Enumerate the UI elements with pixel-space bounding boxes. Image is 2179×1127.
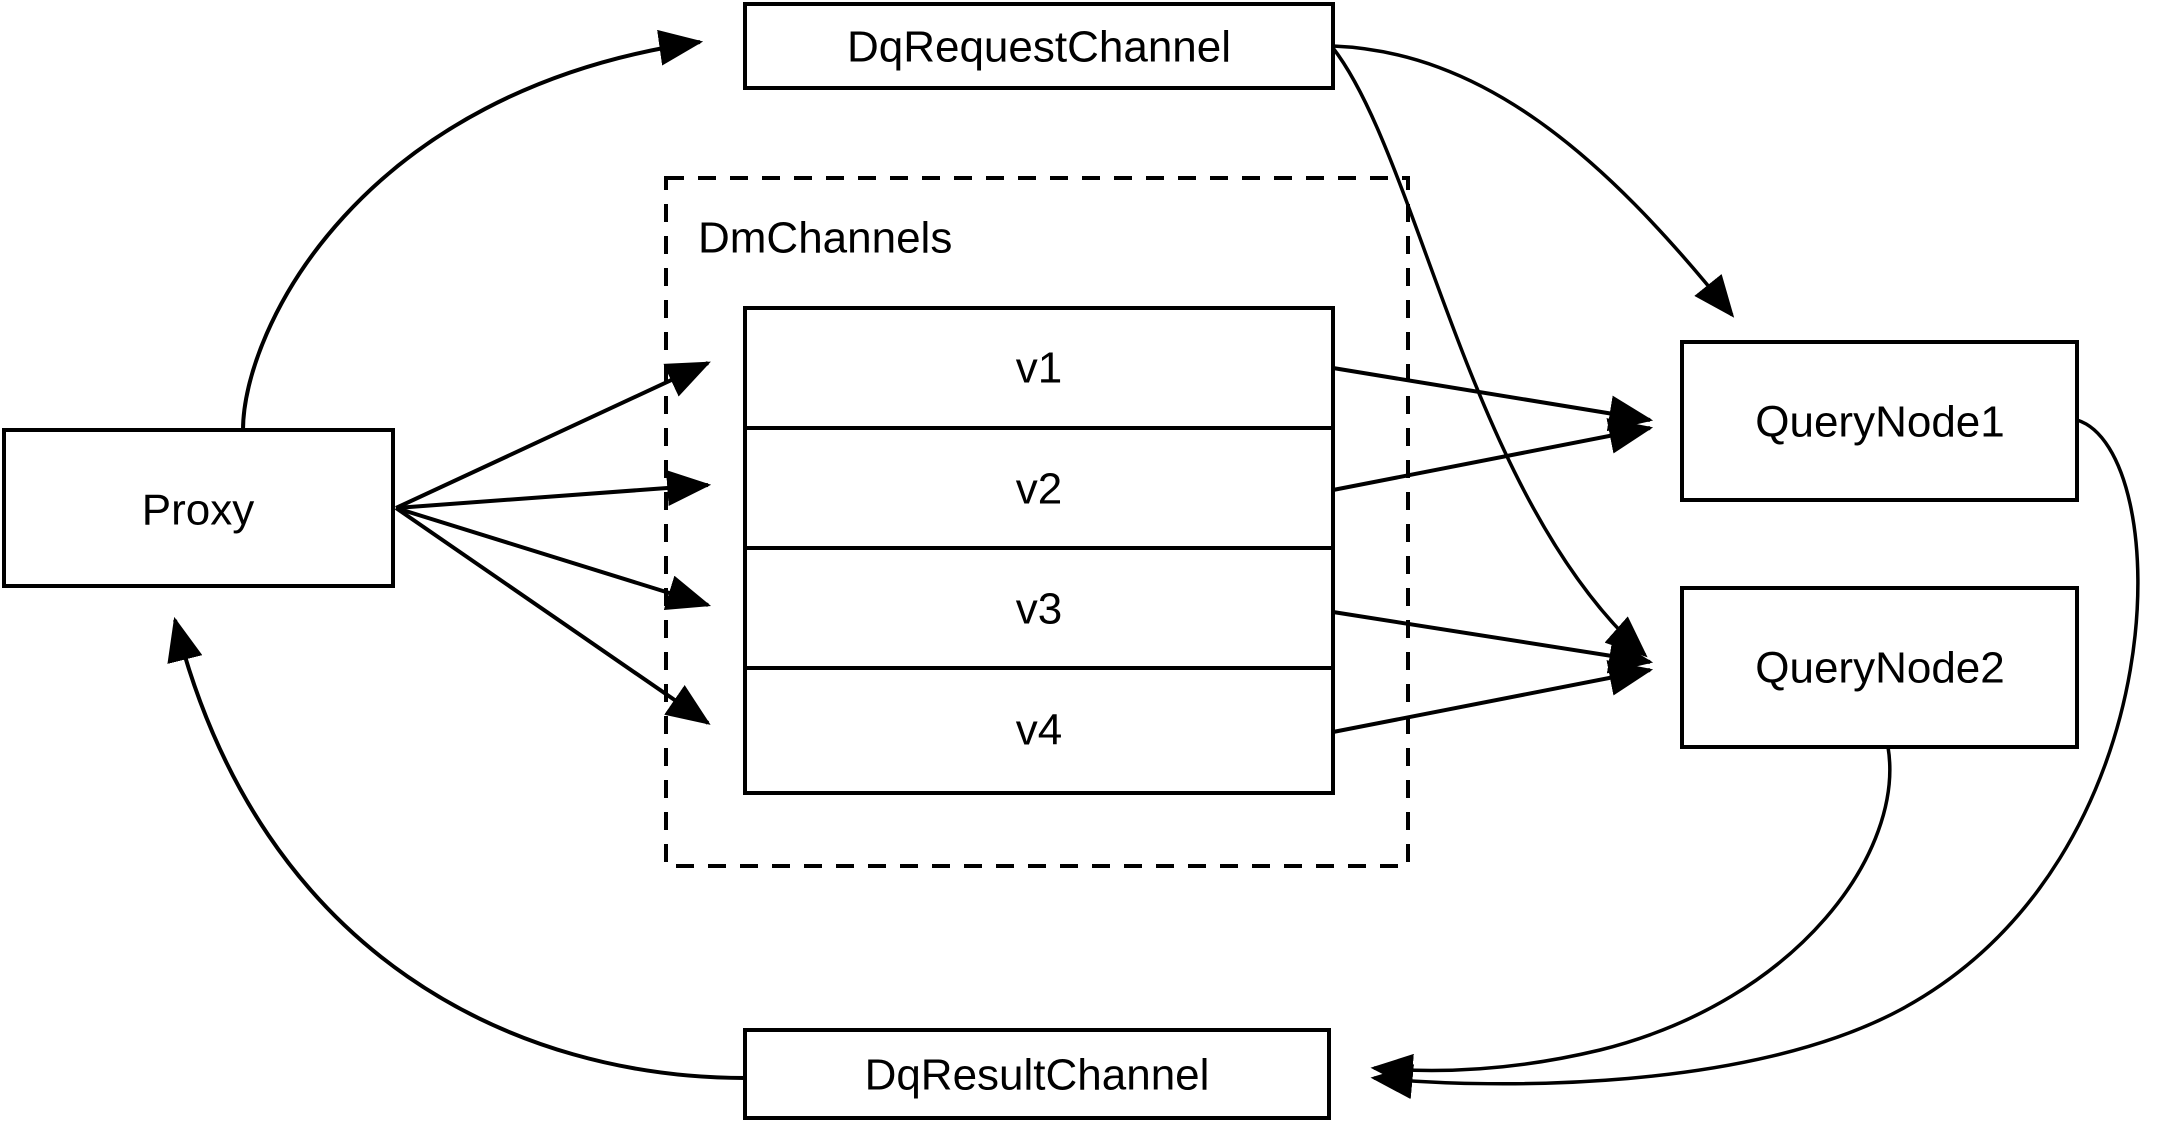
dq-request-channel-label: DqRequestChannel — [847, 23, 1231, 72]
edge-v4-to-querynode2 — [1332, 660, 1654, 734]
node-query-node-2[interactable]: QueryNode2 — [1680, 586, 2079, 749]
edge-v1-to-querynode1 — [1332, 366, 1654, 432]
edge-dqrequestchannel-to-querynode1 — [1332, 44, 1735, 318]
group-dm-channels: DmChannels — [664, 176, 1410, 868]
edge-proxy-to-v3 — [395, 506, 712, 611]
edge-querynode2-to-dqresultchannel — [1370, 746, 1892, 1089]
proxy-box[interactable] — [2, 428, 395, 588]
dm-channels-boundary — [664, 176, 1410, 868]
node-dq-request-channel[interactable]: DqRequestChannel — [743, 2, 1335, 90]
edge-proxy-to-v2 — [395, 470, 712, 510]
edge-dqresultchannel-to-proxy — [167, 616, 746, 1080]
vchannel-row-v1-label: v1 — [1016, 344, 1062, 393]
query-node-1-box[interactable] — [1680, 340, 2079, 502]
edge-proxy-to-v1 — [395, 361, 711, 510]
dq-result-channel-box[interactable] — [743, 1028, 1331, 1120]
vchannel-table: v1 v2 v3 v4 — [743, 306, 1335, 795]
edge-v3-to-querynode2 — [1332, 610, 1654, 674]
edge-v2-to-querynode1 — [1332, 418, 1654, 492]
vchannel-row-v4-label: v4 — [1016, 706, 1062, 755]
edge-querynode1-to-dqresultchannel — [1370, 418, 2140, 1100]
edge-dqrequestchannel-to-querynode2 — [1331, 46, 1648, 658]
dq-request-channel-box[interactable] — [743, 2, 1335, 90]
proxy-label: Proxy — [142, 486, 254, 535]
dm-channels-label: DmChannels — [698, 214, 952, 263]
vchannel-row-v3-label: v3 — [1016, 585, 1062, 634]
node-query-node-1[interactable]: QueryNode1 — [1680, 340, 2079, 502]
query-node-2-label: QueryNode2 — [1755, 644, 2004, 693]
dq-result-channel-label: DqResultChannel — [865, 1051, 1210, 1100]
edge-proxy-to-v4 — [394, 506, 711, 725]
node-dq-result-channel[interactable]: DqResultChannel — [743, 1028, 1331, 1120]
query-node-2-box[interactable] — [1680, 586, 2079, 749]
query-node-1-label: QueryNode1 — [1755, 398, 2004, 447]
vchannel-row-v2-label: v2 — [1016, 465, 1062, 514]
vchannel-table-box — [743, 306, 1335, 795]
node-proxy[interactable]: Proxy — [2, 428, 395, 588]
edge-proxy-to-dqrequestchannel — [241, 29, 704, 431]
